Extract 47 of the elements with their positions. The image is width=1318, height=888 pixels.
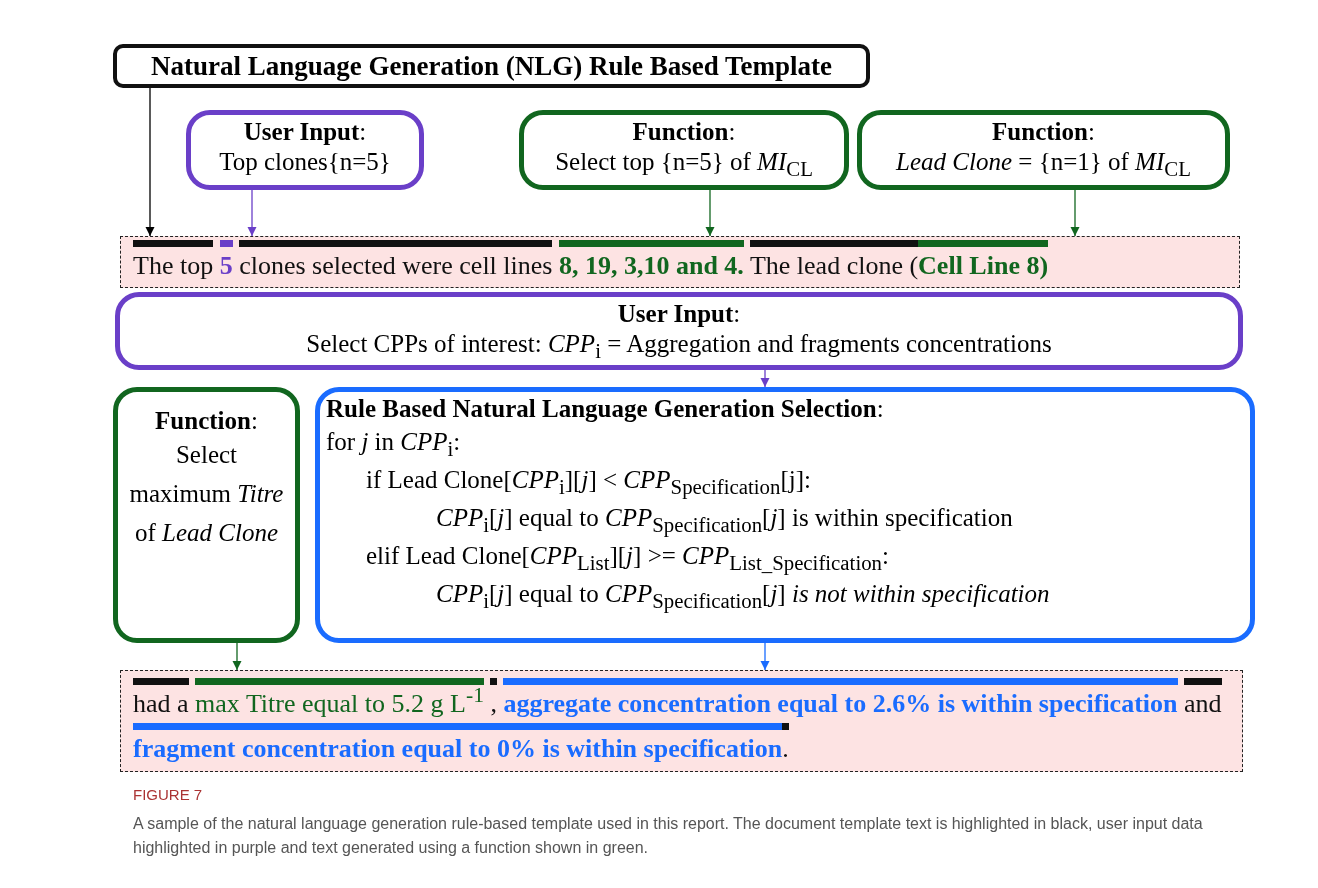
generated-sentence-band: [120, 236, 1240, 288]
template-text: The lead clone (: [749, 240, 919, 280]
template-text: clones selected were cell lines: [239, 240, 553, 280]
figure-number: FIGURE 7: [133, 786, 203, 803]
box-heading: Function:: [631, 117, 737, 147]
generated-text: max Titre equal to 5.2 g L$^{-1}$: [195, 677, 484, 718]
box-text: Select CPPs of interest: CPP$_{i}$ = Aggregation and fragments concentrations: [305, 329, 1053, 364]
arrow: [705, 189, 715, 237]
box-text: elif Lead Clone[CPP$_{List}$][j] >= CPP$_{List_Specification}$:: [365, 540, 890, 576]
box-text: Top clones{n=5}: [218, 147, 392, 177]
template-text: ,: [490, 677, 497, 718]
box-text: Select top {n=5} of MI$_{CL}$: [554, 147, 814, 182]
user-input-box: [186, 110, 424, 190]
box-text: Select maximum Titre of Lead Clone: [128, 440, 285, 548]
user-input-box: [115, 292, 1243, 370]
box-text: if Lead Clone[CPP$_{i}$][j] < CPP$_{Specification}$[j]:: [365, 465, 812, 500]
arrow: [1070, 189, 1080, 237]
template-text: The top: [133, 240, 214, 280]
function-box: [113, 387, 300, 643]
arrow: [145, 87, 155, 237]
box-text: Lead Clone = {n=1} of MI$_{CL}$: [894, 147, 1192, 182]
template-text: .: [782, 723, 789, 764]
title-box: [113, 44, 870, 88]
box-text: for j in CPP$_{i}$:: [326, 427, 462, 462]
arrow: [232, 642, 242, 671]
template-text: had a: [133, 677, 189, 718]
template-text: and: [1184, 677, 1222, 718]
box-text: CPP$_{i}$[j] equal to CPP$_{Specification}$[j] is not within specification: [435, 578, 1051, 614]
arrow: [247, 189, 257, 237]
arrow: [760, 369, 770, 388]
box-heading: User Input:: [242, 117, 368, 147]
function-box: [519, 110, 849, 190]
generated-text: aggregate concentration equal to 2.6% is within specification: [503, 677, 1178, 718]
box-heading: Function:: [154, 406, 259, 436]
generated-text: fragment concentration equal to 0% is within specification: [133, 723, 783, 764]
box-heading: Natural Language Generation (NLG) Rule Based Template: [150, 50, 833, 83]
box-text: CPP$_{i}$[j] equal to CPP$_{Specification}$[j] is within specification: [435, 502, 1014, 538]
arrow: [760, 642, 770, 671]
generated-text: 8, 19, 3,10 and 4.: [558, 240, 744, 280]
generated-text: Cell Line 8): [918, 240, 1049, 280]
box-heading: Rule Based Natural Language Generation Selection:: [326, 394, 885, 424]
box-heading: User Input:: [616, 299, 742, 329]
box-heading: Function:: [991, 117, 1096, 147]
generated-text: 5: [219, 240, 233, 280]
figure-caption: A sample of the natural language generation rule-based template used in this report. The document template text is highlighted in black, user input data highlighted in purple and text generated using a function shown in green.: [133, 814, 1204, 858]
function-box: [857, 110, 1230, 190]
generated-sentence-band: [120, 670, 1243, 772]
